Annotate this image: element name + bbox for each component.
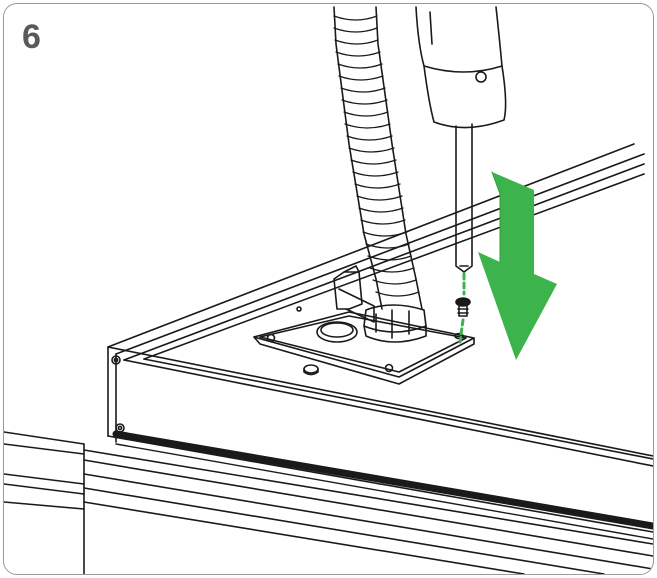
- flexible-conduit-icon: [333, 6, 427, 343]
- ceiling-grid-tbar: [4, 431, 85, 574]
- screwdriver-icon: [415, 6, 507, 273]
- light-panel: [107, 143, 653, 540]
- bracket-clip: [333, 265, 375, 323]
- screw-icon: [455, 297, 471, 317]
- junction-plate: [253, 306, 475, 385]
- instruction-panel: 6: [3, 3, 654, 575]
- installation-illustration: [4, 6, 653, 574]
- down-arrow-icon: [478, 172, 557, 360]
- screw-path-line: [458, 272, 466, 344]
- step-number: 6: [22, 18, 41, 56]
- ceiling-grid-rail: [83, 449, 653, 574]
